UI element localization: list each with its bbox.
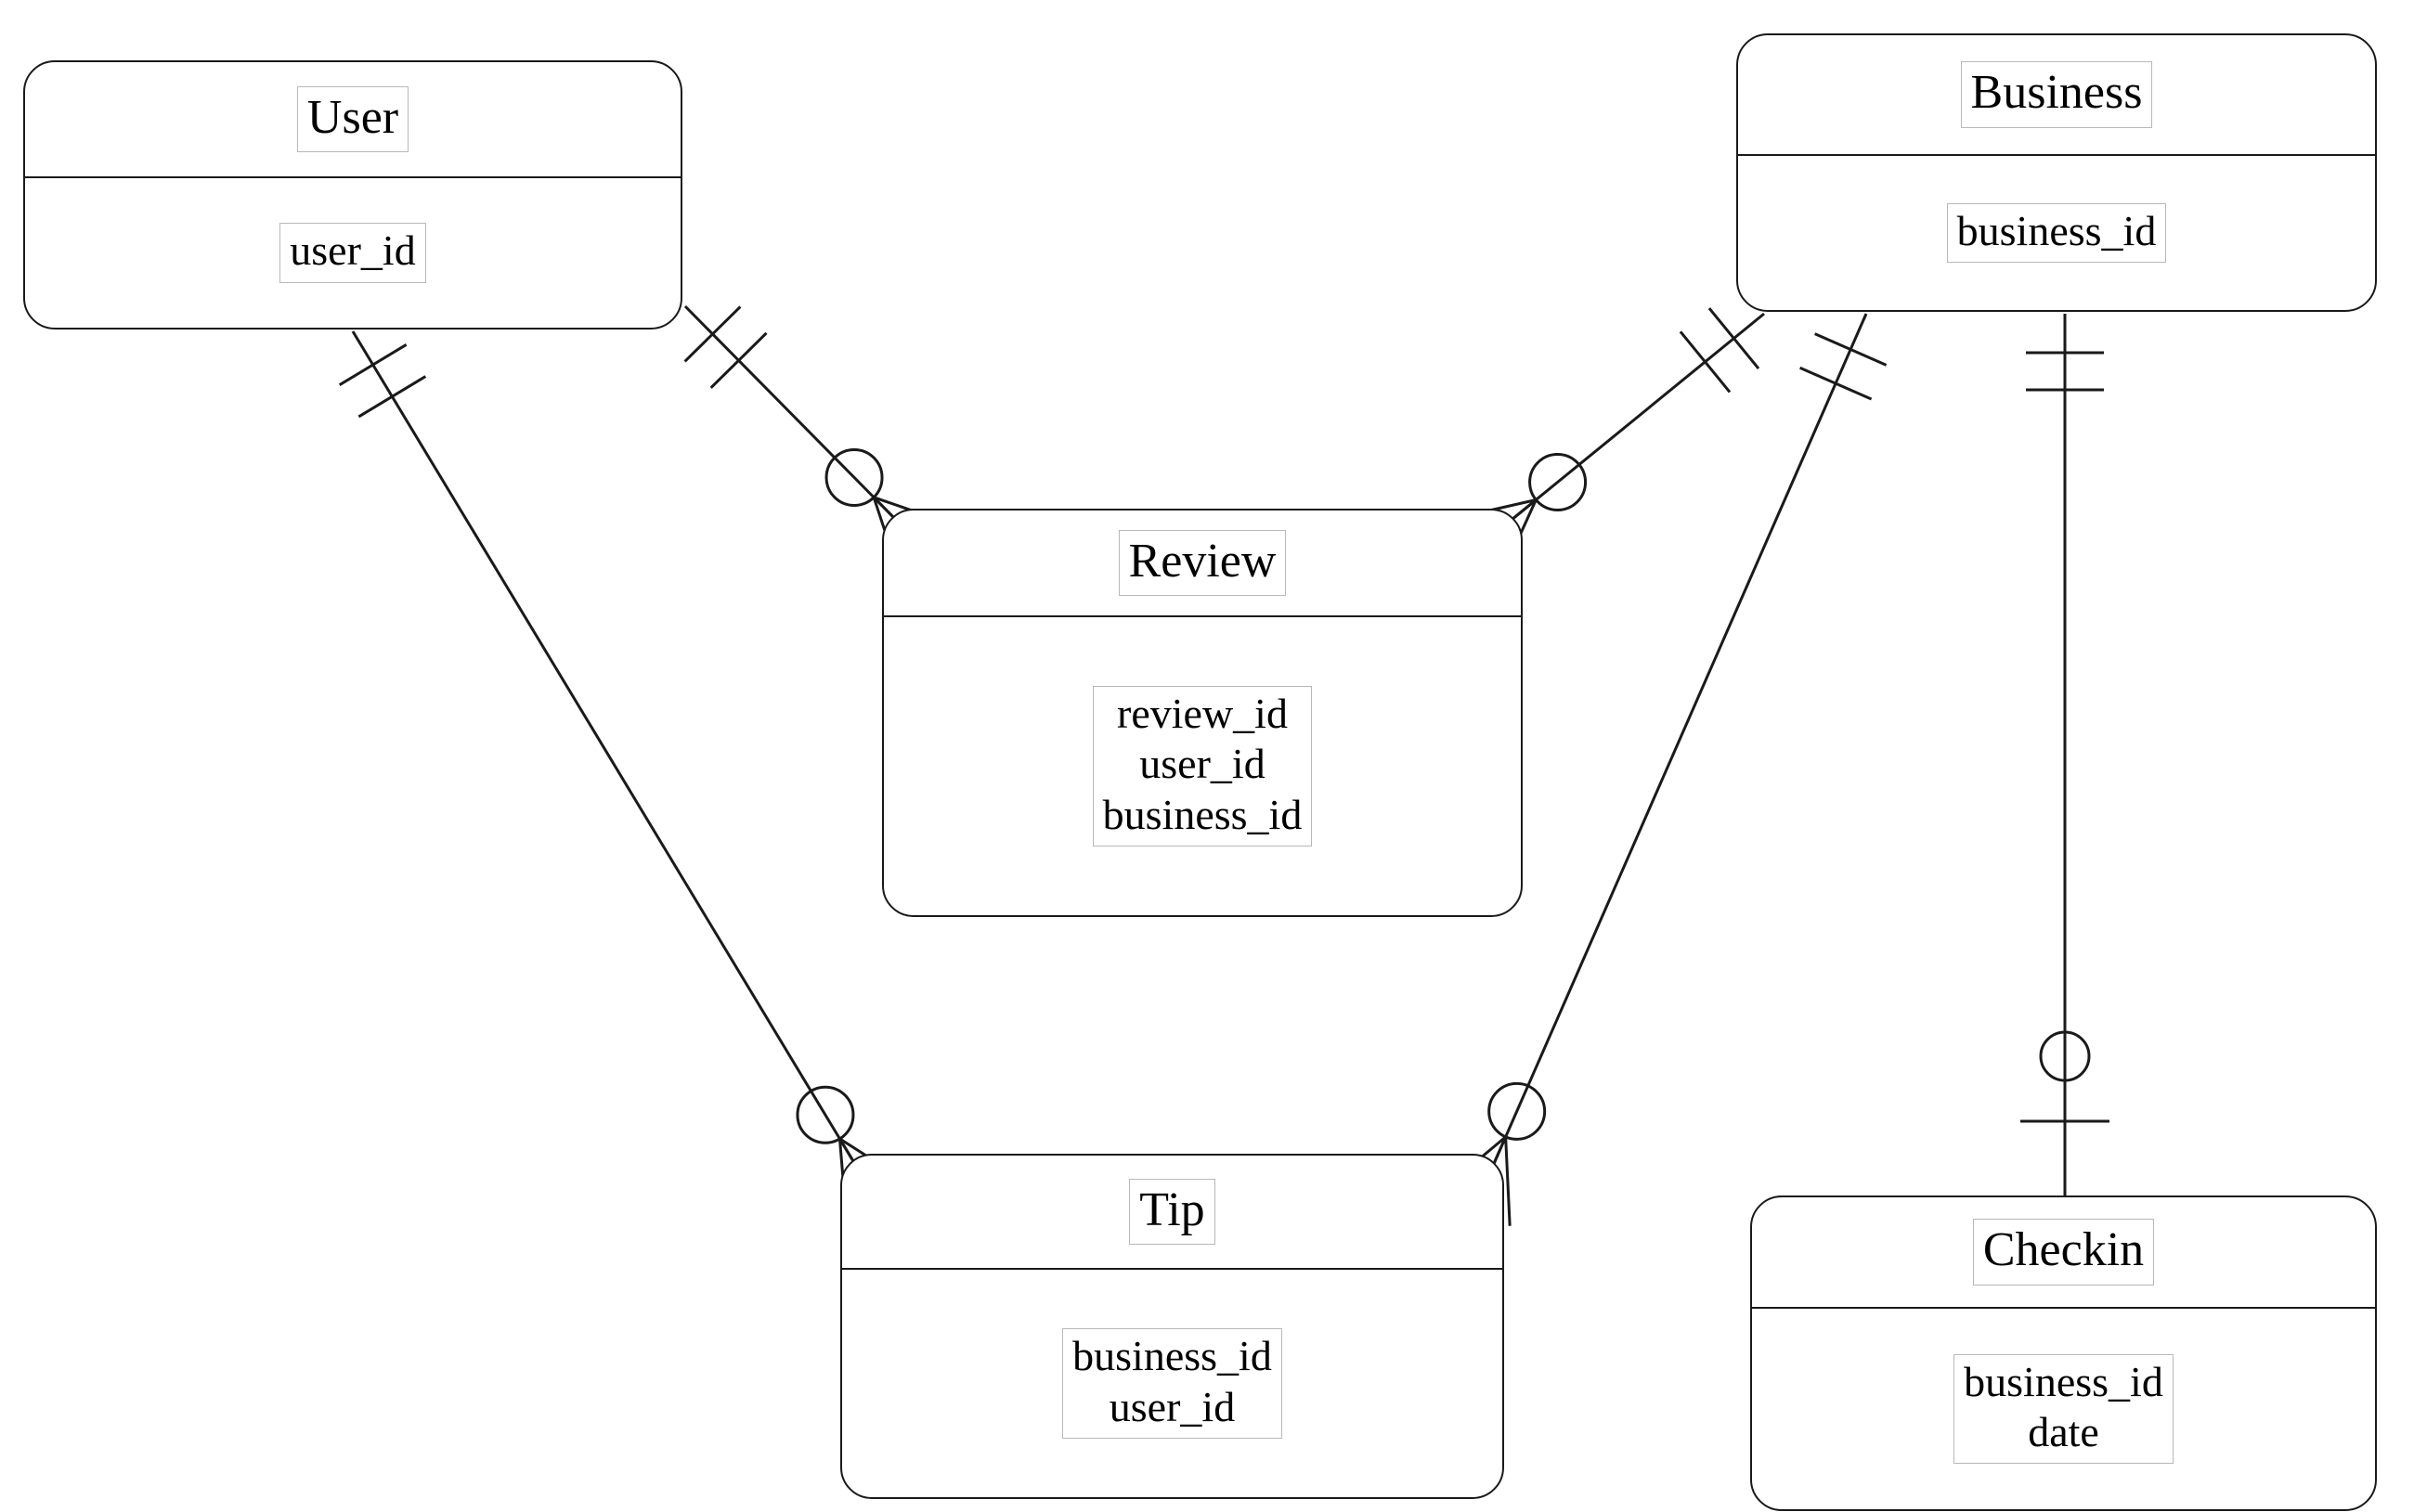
relationship-connector-line	[1491, 313, 1868, 1167]
cardinality-tick-two	[1799, 366, 1873, 401]
attribute-item: user_id	[1109, 1382, 1236, 1430]
zero-or-one-circle	[2039, 1030, 2091, 1082]
cardinality-tick-one	[683, 305, 742, 363]
entity-business-attribute-zone: business_id	[1738, 156, 2375, 310]
zero-or-many-circle	[1528, 453, 1588, 512]
entity-checkin-title-zone: Checkin	[1752, 1197, 2375, 1309]
cardinality-tick-one	[338, 342, 408, 386]
entity-business-title-zone: Business	[1738, 35, 2375, 156]
entity-review-title: Review	[1118, 529, 1287, 597]
entity-tip-title-zone: Tip	[842, 1156, 1502, 1270]
attribute-item: business_id	[1072, 1332, 1272, 1380]
cardinality-tick-one	[1814, 332, 1888, 367]
entity-user-title-zone: User	[25, 62, 681, 178]
attribute-item: business_id	[1956, 206, 2157, 254]
entity-review-title-zone: Review	[884, 510, 1521, 617]
entity-business-attributes: business_id	[1946, 202, 2167, 264]
cardinality-tick-one	[1707, 307, 1760, 370]
entity-business-title: Business	[1960, 61, 2153, 128]
zero-or-many-circle	[1487, 1081, 1547, 1141]
attribute-item: business_id	[1964, 1357, 2163, 1405]
cardinality-tick-two	[357, 375, 427, 419]
attribute-item: review_id	[1117, 690, 1288, 738]
entity-checkin-title: Checkin	[1972, 1219, 2155, 1286]
relationship-user-tip	[338, 330, 916, 1228]
cardinality-tick-two	[709, 331, 768, 389]
zero-or-many-circle	[824, 447, 884, 507]
entity-user[interactable]: User user_id	[23, 60, 682, 330]
attribute-item: user_id	[1139, 740, 1265, 788]
attribute-item: business_id	[1102, 790, 1303, 838]
attribute-item: date	[2028, 1408, 2099, 1455]
entity-tip-title: Tip	[1129, 1178, 1215, 1246]
cardinality-tick-two	[1679, 330, 1732, 394]
entity-business[interactable]: Business business_id	[1736, 33, 2377, 312]
entity-user-attribute-zone: user_id	[25, 178, 681, 328]
zero-or-many-circle	[796, 1085, 855, 1144]
attribute-item: user_id	[290, 226, 416, 275]
crow-foot-prong-0	[1504, 1136, 1512, 1226]
entity-user-title: User	[296, 85, 409, 153]
relationship-connector-line	[351, 330, 858, 1167]
relationship-connector-line	[683, 304, 898, 522]
entity-user-attributes: user_id	[279, 223, 426, 283]
relationship-business-checkin	[2020, 314, 2109, 1195]
relationship-connector-line	[1511, 312, 1765, 522]
